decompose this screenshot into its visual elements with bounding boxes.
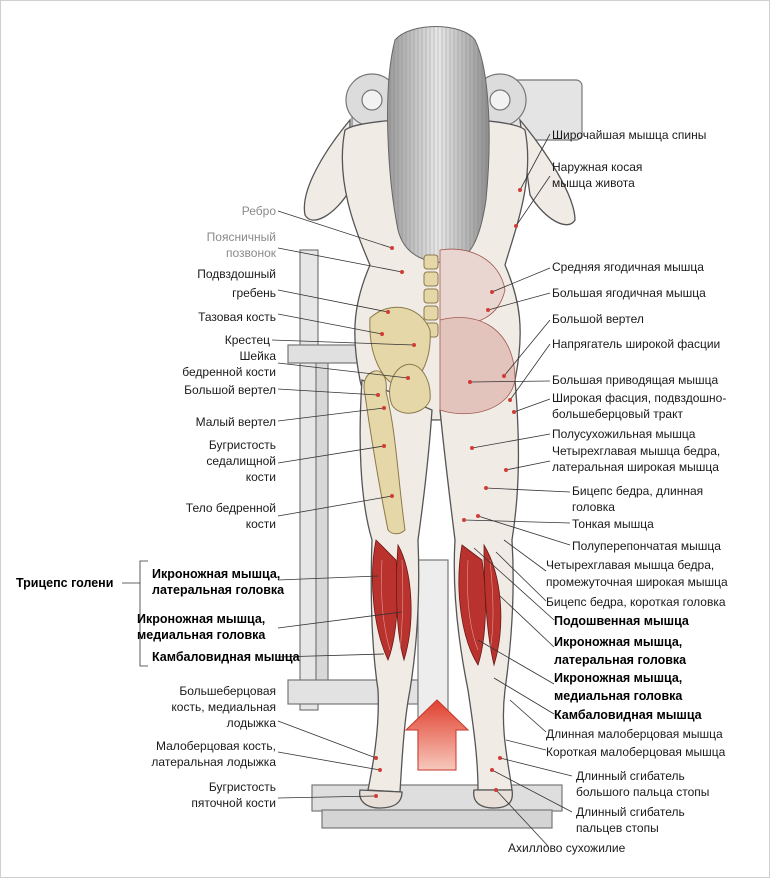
label-bugr-2: седалищной (206, 454, 276, 468)
label-kambal-right: Камбаловидная мышца (554, 708, 702, 722)
label-triceps: Трицепс голени (16, 576, 114, 590)
marker-dots (374, 188, 522, 798)
label-sred-yag: Средняя ягодичная мышца (552, 260, 704, 274)
label-ikr-lat-left-2: латеральная головка (152, 583, 285, 597)
label-chetyr-1: Четырехглавая мышца бедра, (552, 444, 721, 458)
label-ikr-med-left-2: медиальная головка (137, 628, 266, 642)
label-telo-1: Тело бедренной (185, 501, 276, 515)
label-polusuh: Полусухожильная мышца (552, 427, 696, 441)
label-ikr-lat-right-1: Икроножная мышца, (554, 635, 683, 649)
label-bolshoy-vertel: Большой вертел (184, 383, 276, 397)
direction-arrow (404, 699, 470, 771)
label-poyasn-2: позвонок (225, 246, 276, 260)
label-bugr-1: Бугристость (208, 438, 276, 452)
label-dl-sgib2-2: пальцев стопы (576, 821, 659, 835)
label-bolsheb-1: Большеберцовая (179, 684, 276, 698)
label-sheyka-1: Шейка (239, 349, 276, 363)
label-ikr-lat-left-1: Икроножная мышца, (152, 567, 281, 581)
label-ikr-med-right-2: медиальная головка (554, 689, 683, 703)
label-poyasn-1: Поясничный (206, 230, 276, 244)
label-ahill: Ахиллово сухожилие (508, 841, 626, 855)
label-ikr-med-right-1: Икроножная мышца, (554, 671, 683, 685)
label-shir-fasc-2: большеберцовый тракт (552, 407, 683, 421)
label-dl-sgib1-2: большого пальца стопы (576, 785, 710, 799)
label-bol-vertel: Большой вертел (552, 312, 644, 326)
label-telo-2: кости (245, 517, 276, 531)
label-bol-yag: Большая ягодичная мышца (552, 286, 706, 300)
label-rebro: Ребро (241, 204, 276, 218)
label-pyat-1: Бугристость (208, 780, 276, 794)
label-kor-malob: Короткая малоберцовая мышца (546, 745, 726, 759)
label-dl-sgib1-1: Длинный сгибатель (576, 769, 685, 783)
label-biceps-dl-1: Бицепс бедра, длинная (572, 484, 704, 498)
label-chetyr-pr-1: Четырехглавая мышца бедра, (546, 558, 715, 572)
label-krestets: Крестец (224, 333, 270, 347)
skeleton (363, 254, 439, 535)
label-shirok: Широчайшая мышца спины (552, 128, 707, 142)
label-podvzd-2: гребень (232, 286, 276, 300)
label-dl-sgib2-1: Длинный сгибатель (576, 805, 685, 819)
label-chetyr-2: латеральная широкая мышца (552, 460, 719, 474)
label-podvzd-1: Подвздошный (197, 267, 276, 281)
label-podoshv: Подошвенная мышца (554, 614, 689, 628)
leader-lines (122, 133, 573, 847)
label-bolsheb-2: кость, медиальная (171, 700, 276, 714)
label-bugr-3: кости (245, 470, 276, 484)
back-muscles (439, 248, 516, 415)
label-tonkaya: Тонкая мышца (572, 517, 654, 531)
label-sheyka-2: бедренной кости (182, 365, 276, 379)
label-ikr-lat-right-2: латеральная головка (554, 653, 687, 667)
label-ikr-med-left-1: Икроножная мышца, (137, 612, 266, 626)
label-bolsheb-3: лодыжка (226, 716, 276, 730)
label-kambal-left: Камбаловидная мышца (152, 650, 300, 664)
label-kosaya-2: мышца живота (552, 176, 635, 190)
label-dl-malob: Длинная малоберцовая мышца (546, 727, 723, 741)
label-bol-privod: Большая приводящая мышца (552, 373, 719, 387)
label-chetyr-pr-2: промежуточная широкая мышца (546, 575, 728, 589)
label-tazovaya: Тазовая кость (198, 310, 276, 324)
label-shir-fasc-1: Широкая фасция, подвздошно- (552, 391, 727, 405)
label-maly-vertel: Малый вертел (195, 415, 276, 429)
label-poluper: Полуперепончатая мышца (572, 539, 721, 553)
label-malob-2: латеральная лодыжка (151, 755, 276, 769)
label-biceps-dl-2: головка (572, 500, 615, 514)
calf-muscles (372, 539, 502, 667)
label-biceps-kor: Бицепс бедра, короткая головка (546, 595, 726, 609)
label-kosaya-1: Наружная косая (552, 160, 643, 174)
label-pyat-2: пяточной кости (191, 796, 276, 810)
label-napryag: Напрягатель широкой фасции (552, 337, 721, 351)
label-malob-1: Малоберцовая кость, (156, 739, 276, 753)
